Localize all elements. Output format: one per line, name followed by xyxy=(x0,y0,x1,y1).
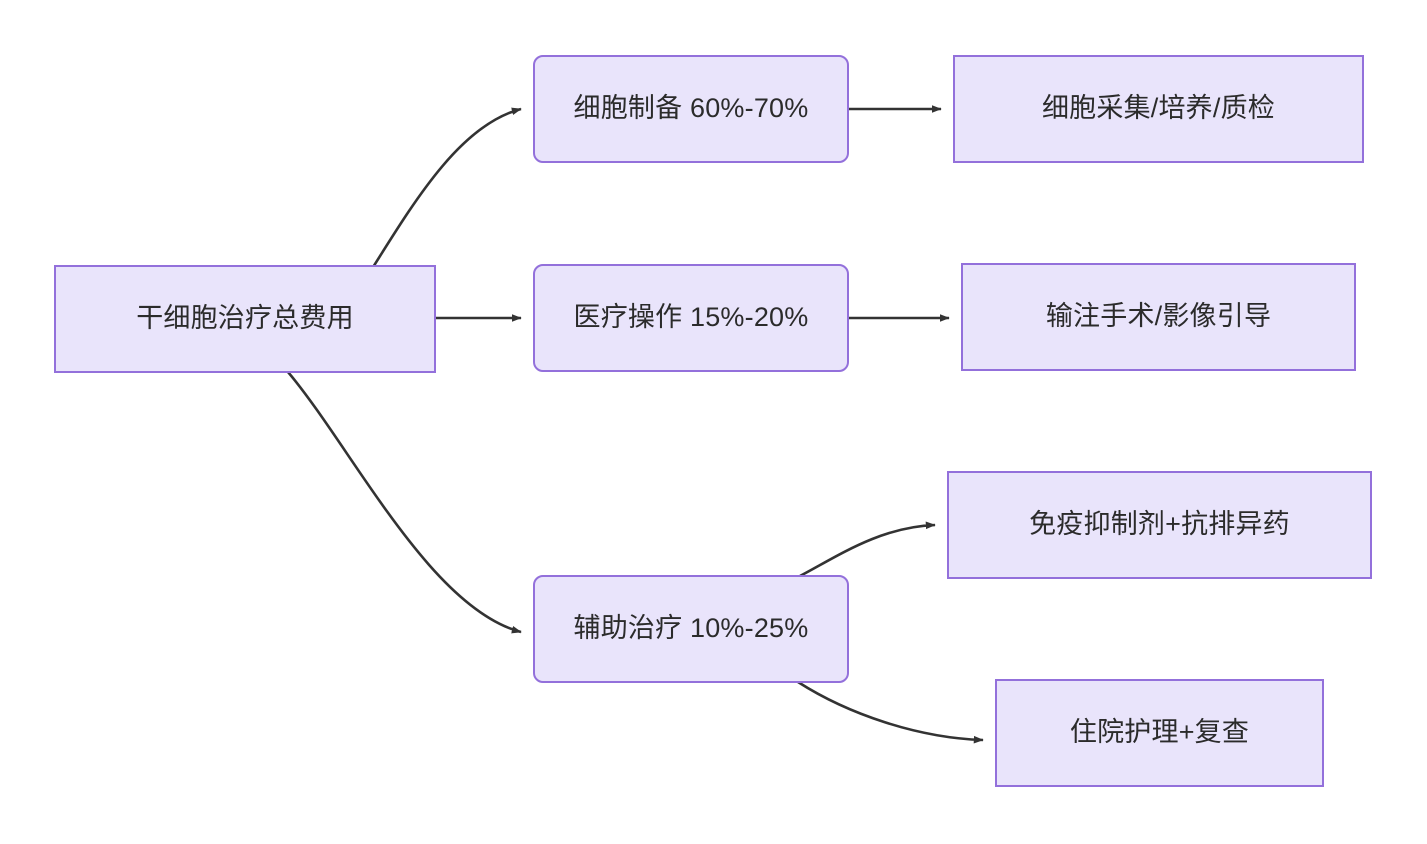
node-label: 住院护理+复查 xyxy=(1069,717,1250,748)
node-label: 医疗操作 15%-20% xyxy=(573,302,809,333)
node-cell-collection[interactable]: 细胞采集/培养/质检 xyxy=(953,55,1364,163)
node-label: 细胞采集/培养/质检 xyxy=(1041,93,1275,124)
node-root-total-cost[interactable]: 干细胞治疗总费用 xyxy=(54,265,436,373)
node-label: 细胞制备 60%-70% xyxy=(573,93,809,124)
edge-adjuvant-to-inpatient-care xyxy=(797,680,984,744)
node-medical-operation[interactable]: 医疗操作 15%-20% xyxy=(533,264,849,372)
node-label: 辅助治疗 10%-25% xyxy=(573,613,809,644)
node-label: 干细胞治疗总费用 xyxy=(136,303,354,334)
node-inpatient-care[interactable]: 住院护理+复查 xyxy=(995,679,1324,787)
node-immunosuppressant[interactable]: 免疫抑制剂+抗排异药 xyxy=(947,471,1372,579)
edge-root-to-adjuvant xyxy=(287,371,522,634)
node-infusion-surgery[interactable]: 输注手术/影像引导 xyxy=(961,263,1356,371)
node-label: 免疫抑制剂+抗排异药 xyxy=(1029,509,1290,540)
edge-adjuvant-to-immunosuppressant xyxy=(799,521,936,578)
node-label: 输注手术/影像引导 xyxy=(1045,301,1272,332)
node-cell-preparation[interactable]: 细胞制备 60%-70% xyxy=(533,55,849,163)
node-adjuvant-therapy[interactable]: 辅助治疗 10%-25% xyxy=(533,575,849,683)
